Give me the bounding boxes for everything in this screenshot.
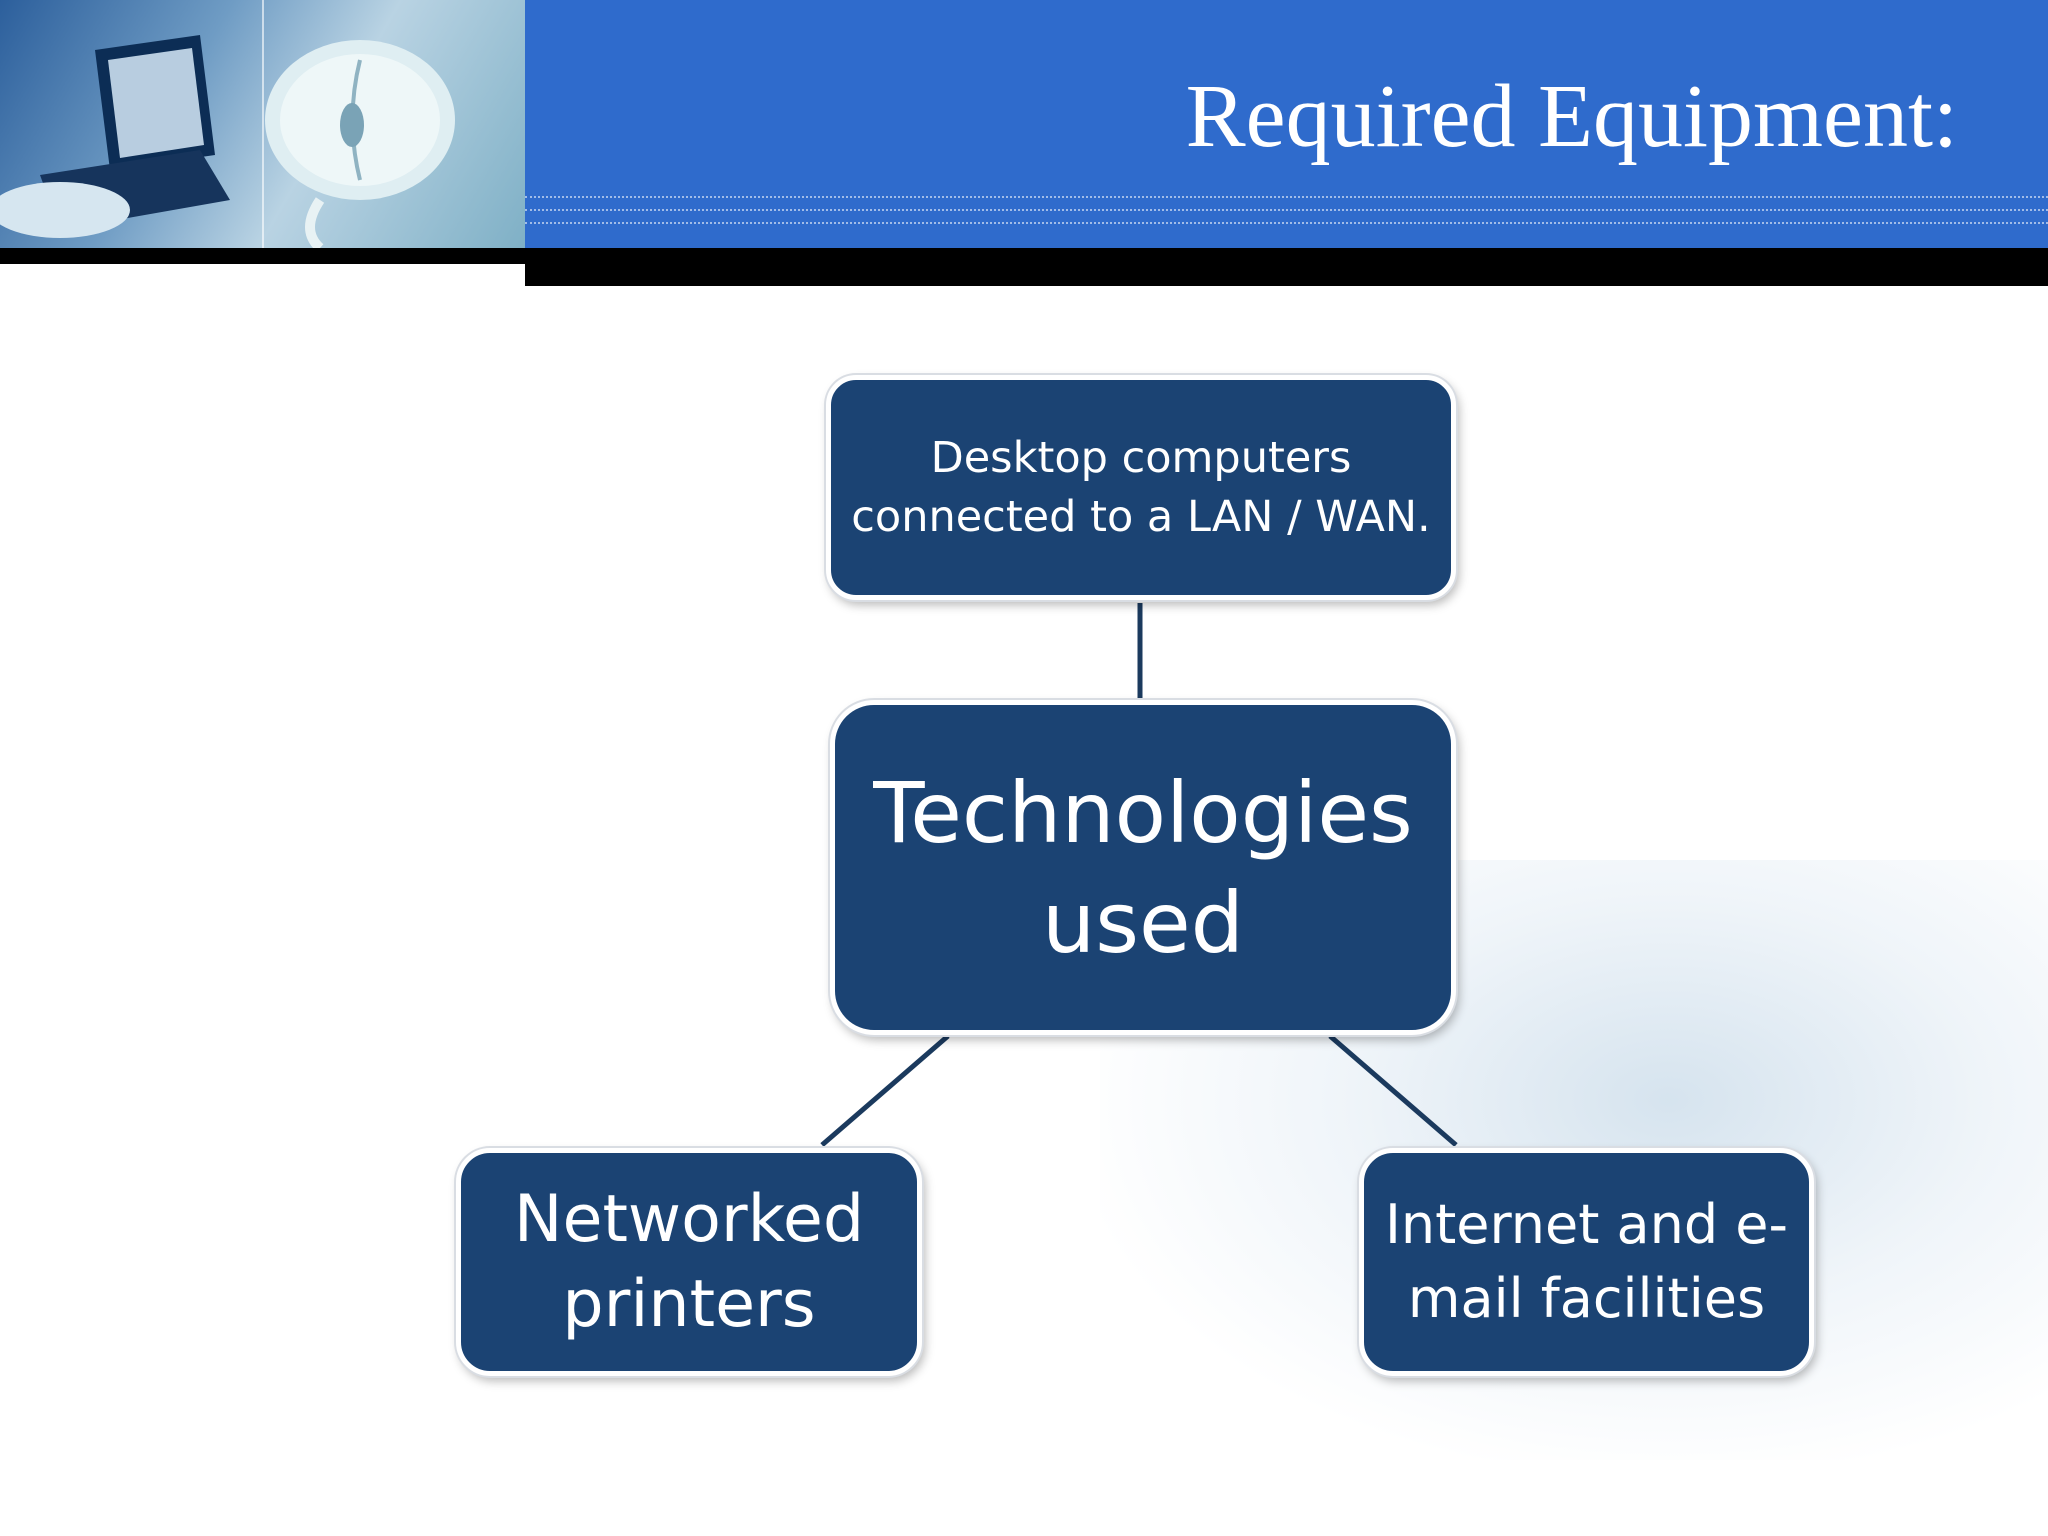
connector-center-right: [1328, 1034, 1458, 1147]
connector-center-left: [820, 1034, 950, 1147]
header-band: [525, 0, 2048, 248]
node-desktop-computers: Desktop computers connected to a LAN / W…: [826, 375, 1456, 600]
node-networked-printers-label: Networked printers: [513, 1182, 865, 1342]
node-networked-printers: Networked printers: [456, 1148, 922, 1376]
laptop-and-mouse-illustration: [0, 35, 455, 248]
photo-divider: [262, 0, 264, 248]
node-technologies-used-label: Technologies used: [873, 763, 1413, 972]
node-desktop-computers-label: Desktop computers connected to a LAN / W…: [851, 432, 1431, 542]
header-black-rule-right: [525, 248, 2048, 286]
slide-title: Required Equipment:: [1185, 67, 1958, 166]
node-internet-email: Internet and e-mail facilities: [1359, 1148, 1814, 1376]
header-dotted-line: [525, 209, 2048, 211]
header-black-rule-left: [0, 248, 525, 264]
node-technologies-used: Technologies used: [830, 700, 1456, 1035]
node-internet-email-label: Internet and e-mail facilities: [1384, 1193, 1789, 1330]
header-dotted-line: [525, 222, 2048, 224]
header-photo-laptop-mouse: [0, 0, 525, 248]
header-dotted-line: [525, 196, 2048, 198]
